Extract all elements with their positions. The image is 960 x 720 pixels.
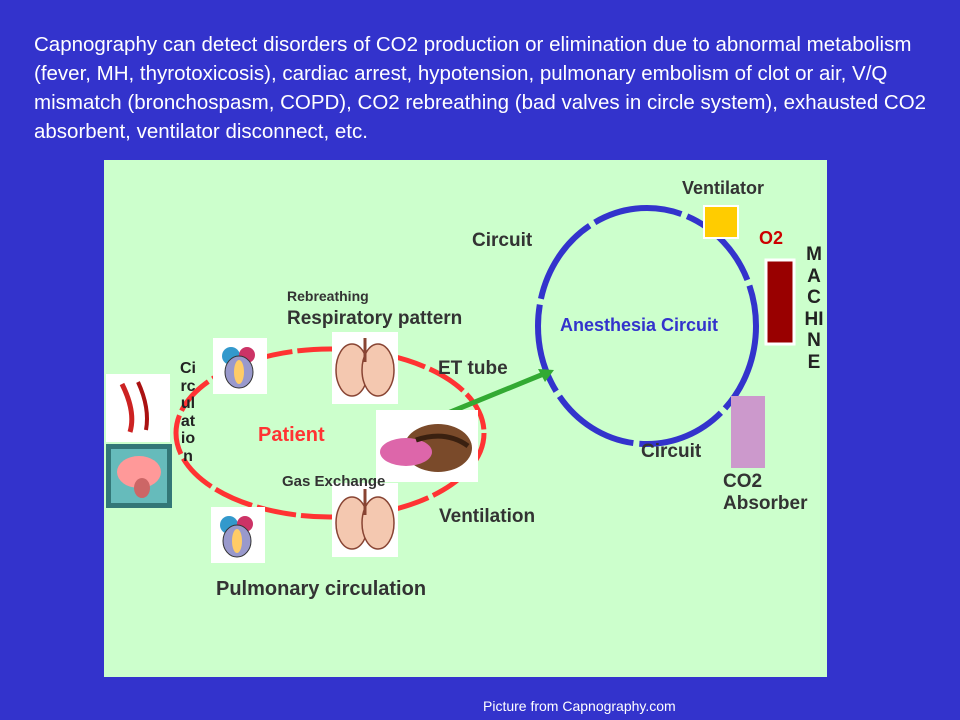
rebreathing-label: Rebreathing: [287, 288, 369, 304]
muscle-icon: [106, 374, 170, 442]
machine-label: MACHINE: [804, 244, 824, 373]
capnography-diagram: Ventilator O2 MACHINE Circuit Anesthesia…: [104, 160, 827, 677]
circulation-label: Circulation: [180, 360, 196, 465]
lungs-icon: [332, 483, 398, 557]
ventilation-label: Ventilation: [439, 506, 536, 527]
ventilator-box: [703, 205, 739, 239]
circuit-bottom-label: Circuit: [641, 441, 702, 462]
respiratory-pattern-label: Respiratory pattern: [287, 308, 463, 329]
heart-icon: [211, 507, 265, 563]
patient-face-icon: [376, 410, 478, 482]
o2-label: O2: [759, 228, 784, 248]
co2-absorber-line2: Absorber: [723, 493, 808, 514]
gas-exchange-label: Gas Exchange: [282, 473, 386, 490]
intro-text: Capnography can detect disorders of CO2 …: [34, 33, 927, 143]
et-tube-arrowhead: [538, 369, 554, 382]
ventilator-label: Ventilator: [682, 178, 765, 198]
brain-icon: [106, 444, 172, 508]
patient-label: Patient: [258, 424, 325, 446]
image-credit: Picture from Capnography.com: [483, 698, 676, 714]
anesthesia-circuit-ring: [535, 205, 759, 447]
o2-bar: [764, 258, 796, 346]
co2-absorber-box: [731, 396, 765, 468]
circuit-top-label: Circuit: [472, 230, 533, 251]
anesthesia-circuit-label: Anesthesia Circuit: [560, 315, 719, 335]
diagram-canvas: [106, 205, 796, 563]
patient-circuit-ring: [173, 346, 487, 520]
lungs-icon: [332, 332, 398, 404]
pulmonary-circulation-label: Pulmonary circulation: [216, 578, 427, 600]
co2-absorber-line1: CO2: [723, 471, 763, 492]
co2-absorber-label: CO2 Absorber: [723, 471, 807, 515]
et-tube-label: ET tube: [438, 358, 508, 379]
heart-icon: [213, 338, 267, 394]
